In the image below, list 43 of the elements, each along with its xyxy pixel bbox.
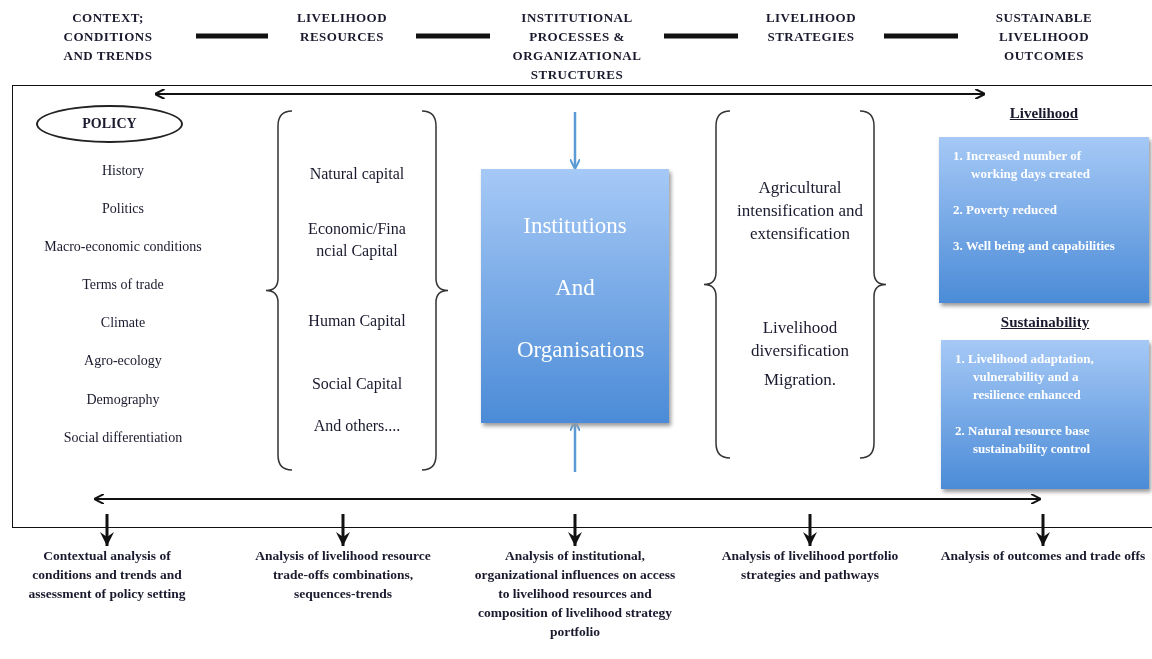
analysis-text: Analysis of institutional, organizational influences on access to livelihood resources and composition of livelihood strategy portfolio (468, 546, 682, 659)
factor-text: Climate (99, 313, 147, 332)
capital-text: And others.... (312, 416, 402, 437)
capital-text: Human Capital (307, 311, 407, 332)
arrow (568, 514, 582, 546)
analysis-text: Analysis of livelihood portfolio strategies and pathways (712, 546, 908, 606)
strategy-text: Livelihood diversification (749, 317, 851, 362)
factor-text: Social differentiation (62, 428, 184, 447)
list-item: 3. Well being and capabilities (953, 237, 1116, 255)
section-heading: Livelihood (1008, 105, 1080, 122)
column-heading: SUSTAINABLE LIVELIHOOD OUTCOMES (958, 8, 1130, 68)
strategy-text: Migration. (762, 368, 838, 391)
section-heading: Sustainability (999, 314, 1091, 331)
arrow (1036, 514, 1050, 546)
column-heading: LIVELIHOOD RESOURCES (268, 8, 416, 48)
strategy-text: Agricultural intensification and extensification (736, 176, 864, 245)
analysis-text: Analysis of livelihood resource trade-offs combinations, sequences-trends (248, 546, 438, 626)
analysis-text: Contextual analysis of conditions and trends and assessment of policy setting (12, 546, 202, 626)
factor-text: Terms of trade (81, 275, 165, 294)
capital-text: Natural capital (308, 164, 406, 185)
analysis-text: Analysis of outcomes and trade offs (940, 546, 1146, 586)
list-item: 2. Poverty reduced (953, 201, 1059, 219)
arrow (336, 514, 350, 546)
column-heading: LIVELIHOOD STRATEGIES (738, 8, 884, 48)
list-item: 2. Natural resource base sustainability control (955, 422, 1092, 458)
arrow (803, 514, 817, 546)
factor-text: Agro-ecology (83, 351, 163, 370)
factor-text: History (101, 161, 145, 180)
arrow (569, 112, 581, 170)
process-box: Institutions And Organisations (481, 169, 669, 423)
list-item: 1. Livelihood adaptation, vulnerability and a resilience enhanced (955, 350, 1095, 404)
capital-text: Social Capital (310, 374, 404, 395)
factor-text: Demography (85, 390, 161, 409)
capital-text: Economic/Fina ncial Capital (307, 219, 407, 262)
factor-text: Politics (101, 199, 145, 218)
column-heading: CONTEXT; CONDITIONS AND TRENDS (20, 8, 196, 68)
column-heading: INSTITUTIONAL PROCESSES & ORGANIZATIONAL STRUCTURES (490, 8, 664, 86)
arrow (100, 514, 114, 546)
list-item: 1. Increased number of working days created (953, 147, 1091, 183)
framework-frame (12, 85, 1152, 528)
arrow (153, 88, 987, 100)
factor-text: Macro-economic conditions (43, 237, 203, 256)
policy-ellipse: POLICY (36, 105, 183, 143)
